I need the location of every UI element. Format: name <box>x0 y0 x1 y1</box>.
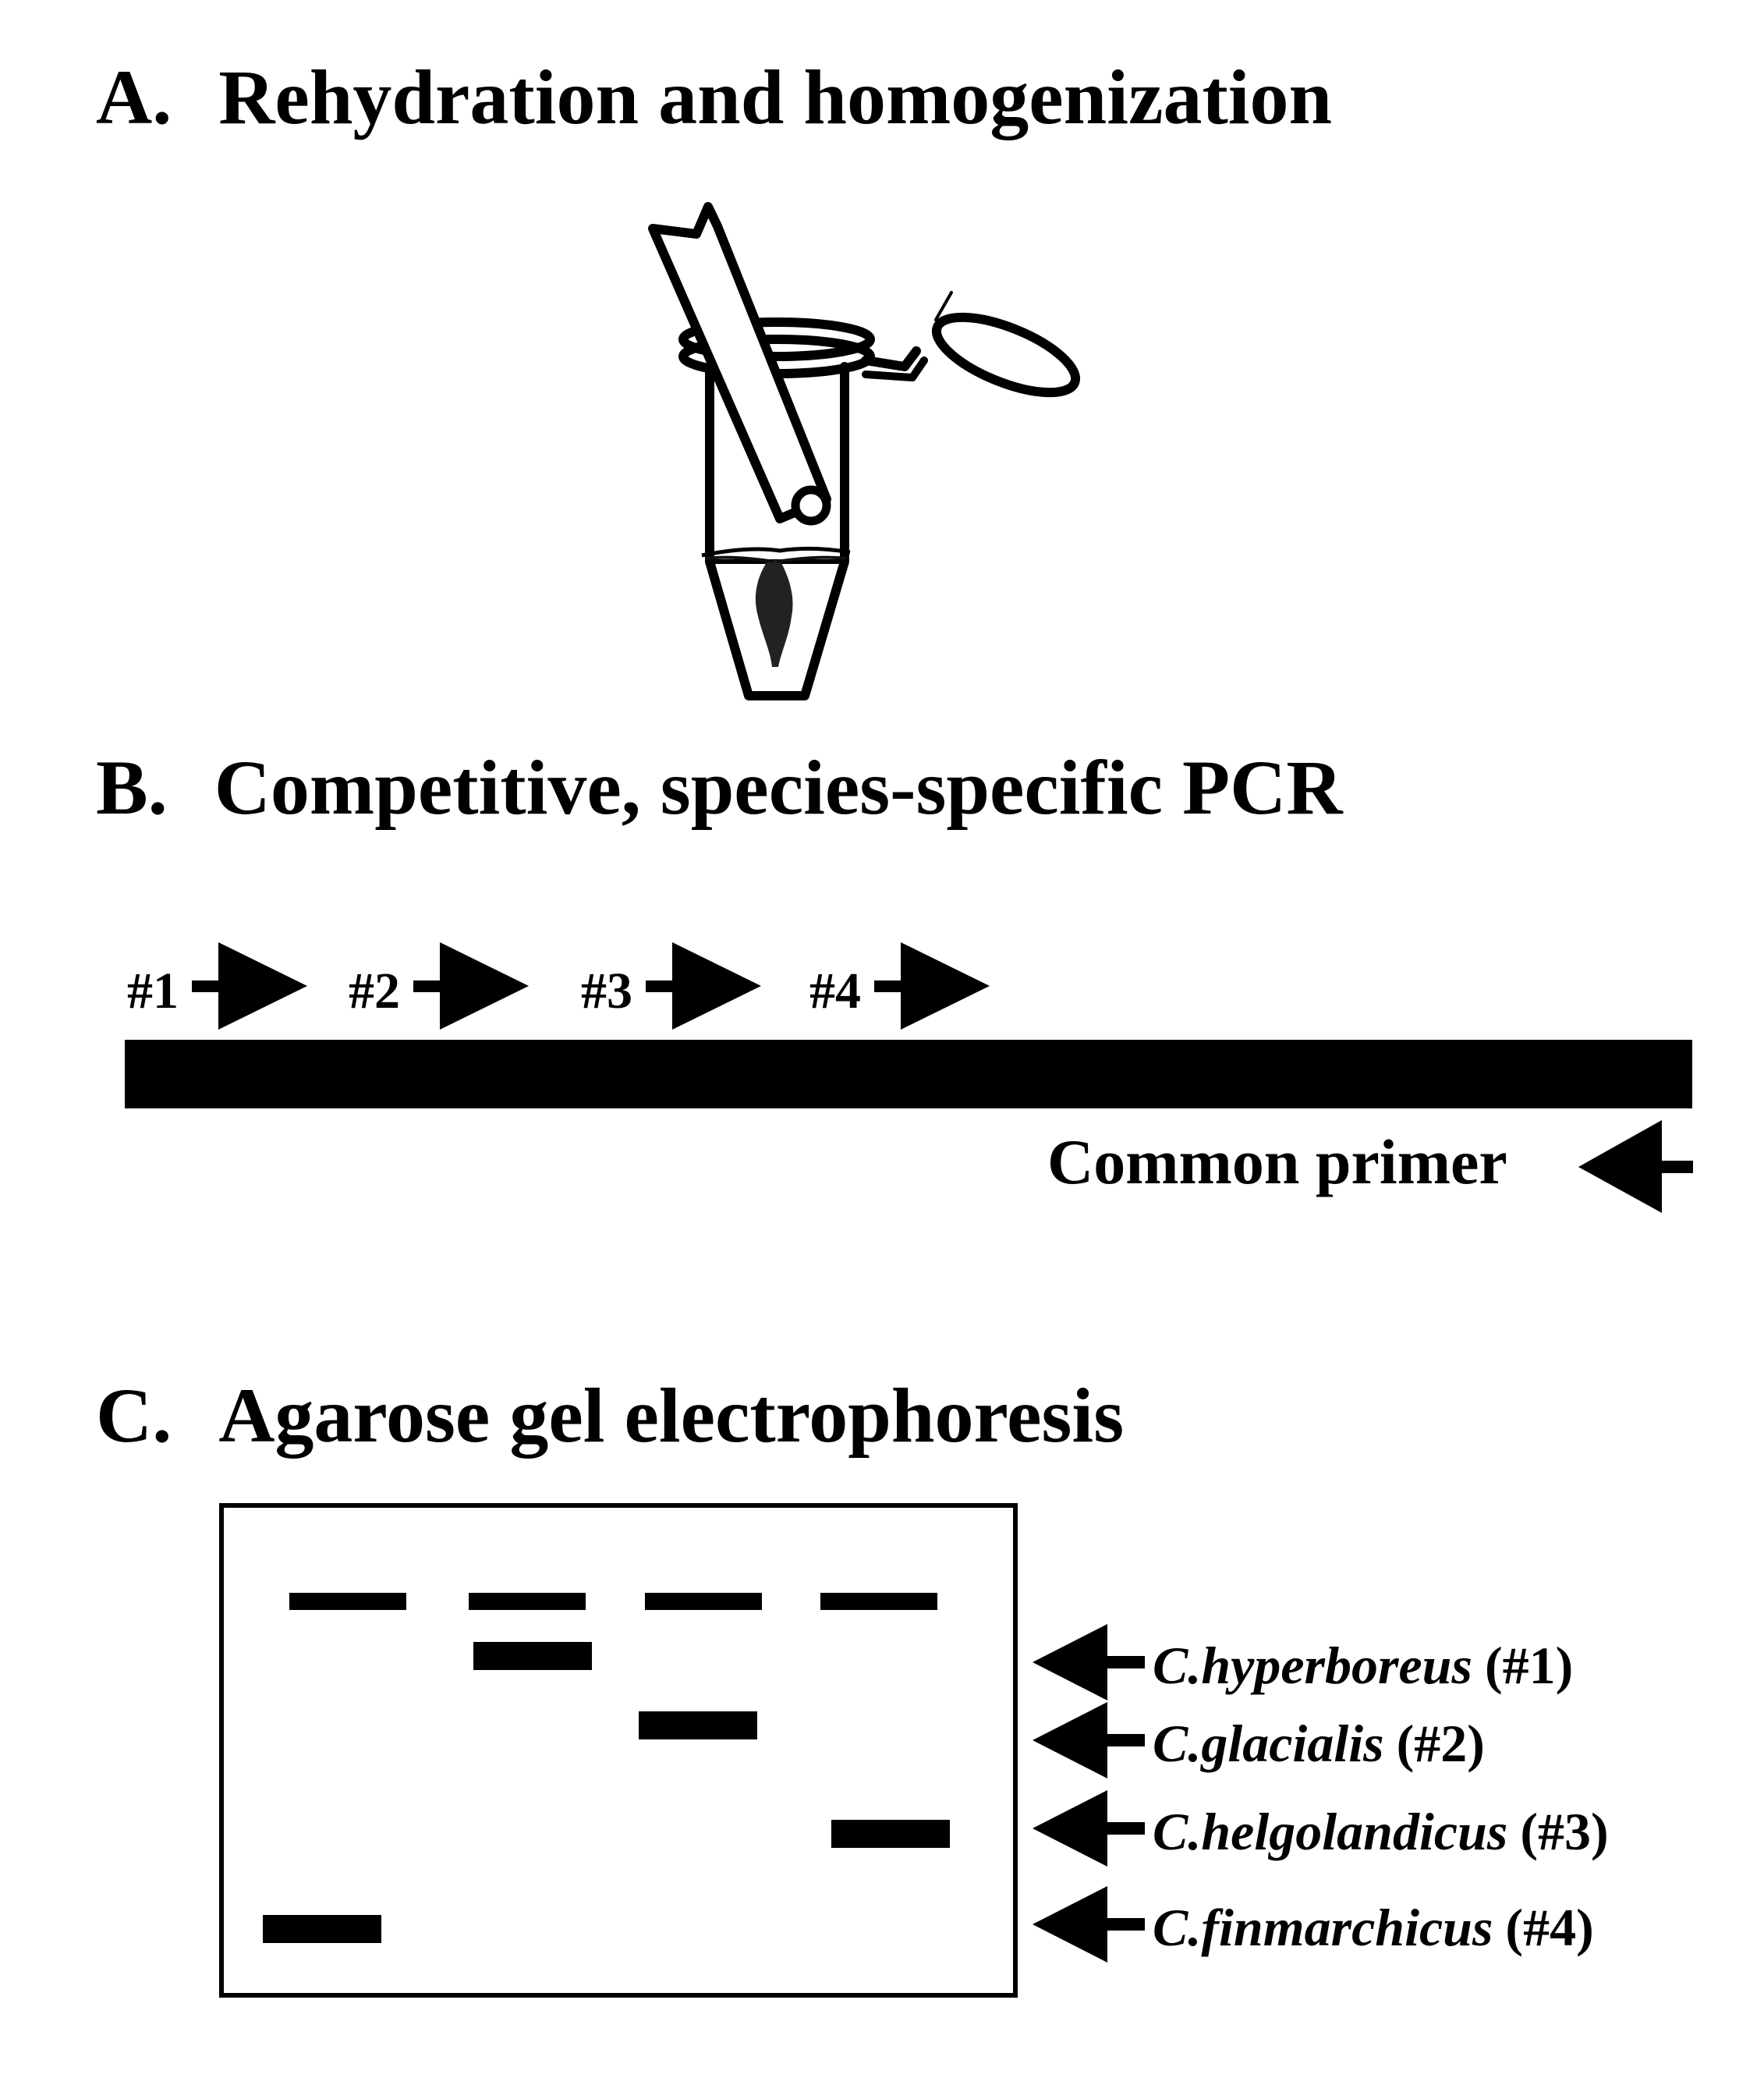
primer-4-arrow: #4 <box>809 942 990 1030</box>
gel-band <box>831 1820 950 1848</box>
svg-text:C.helgolandicus(#3): C.helgolandicus(#3) <box>1153 1802 1609 1861</box>
primer-1-label: #1 <box>127 963 179 1019</box>
dna-template-bar <box>125 1040 1692 1108</box>
svg-text:C.glacialis(#2): C.glacialis(#2) <box>1153 1714 1485 1773</box>
gel-band <box>469 1593 586 1610</box>
common-primer-arrow: Common primer <box>1047 1120 1693 1213</box>
gel-band <box>473 1642 592 1670</box>
lid-tab <box>934 291 953 321</box>
pestle-tip <box>791 485 831 526</box>
section-b-letter: B. <box>96 744 168 831</box>
primer-3-label: #3 <box>581 963 632 1019</box>
primer-3-arrow: #3 <box>581 942 761 1030</box>
gel-band <box>820 1593 937 1610</box>
primer-4-label: #4 <box>809 963 861 1019</box>
svg-text:C.finmarchicus(#4): C.finmarchicus(#4) <box>1153 1898 1594 1957</box>
copepod-icon <box>701 546 851 667</box>
pcr-diagram: #1 #2 #3 #4 Common primer <box>125 942 1693 1213</box>
legend-species-2: C.glacialis <box>1153 1714 1384 1773</box>
section-b-text: Competitive, species-specific PCR <box>214 744 1343 831</box>
copepod-antenna <box>705 555 847 563</box>
legend-code-1: (#1) <box>1485 1636 1573 1695</box>
tube-hinge <box>861 346 921 371</box>
agarose-gel <box>219 1503 1018 1998</box>
pestle-shaft <box>648 202 831 523</box>
tube-hinge-inner <box>862 356 928 381</box>
gel-band <box>645 1593 762 1610</box>
legend-species-4: C.finmarchicus <box>1153 1898 1493 1957</box>
legend-code-4: (#4) <box>1505 1898 1593 1957</box>
microcentrifuge-tube-illustration <box>678 291 1081 700</box>
legend-species-3: C.helgolandicus <box>1153 1802 1507 1861</box>
primer-1-arrow: #1 <box>127 942 307 1030</box>
tube-body <box>705 362 849 700</box>
gel-band <box>639 1711 757 1739</box>
section-a-title: A.Rehydration and homogenization <box>96 59 1332 137</box>
section-c-text: Agarose gel electrophoresis <box>218 1372 1125 1459</box>
tube-rim-upper <box>678 317 875 361</box>
primer-2-arrow: #2 <box>349 942 529 1030</box>
common-primer-label: Common primer <box>1047 1126 1507 1197</box>
gel-legend: C.hyperboreus(#1) C.glacialis(#2) C.helg… <box>1033 1624 1609 1963</box>
legend-row-2: C.glacialis(#2) <box>1033 1702 1485 1778</box>
section-c-title: C.Agarose gel electrophoresis <box>96 1377 1124 1455</box>
gel-band <box>263 1915 381 1943</box>
section-c-letter: C. <box>96 1372 172 1459</box>
legend-code-3: (#3) <box>1520 1802 1608 1861</box>
gel-frame <box>219 1503 1018 1998</box>
legend-species-1: C.hyperboreus <box>1153 1636 1472 1695</box>
legend-row-1: C.hyperboreus(#1) <box>1033 1624 1573 1700</box>
pestle-illustration <box>648 202 831 526</box>
legend-code-2: (#2) <box>1397 1714 1485 1773</box>
section-a-letter: A. <box>96 54 172 140</box>
section-b-title: B.Competitive, species-specific PCR <box>96 749 1343 827</box>
gel-band <box>289 1593 406 1610</box>
tube-lid <box>931 312 1081 398</box>
legend-row-4: C.finmarchicus(#4) <box>1033 1886 1594 1963</box>
primer-2-label: #2 <box>349 963 400 1019</box>
svg-text:C.hyperboreus(#1): C.hyperboreus(#1) <box>1153 1636 1573 1695</box>
liquid-surface <box>701 546 851 558</box>
legend-row-3: C.helgolandicus(#3) <box>1033 1790 1609 1867</box>
copepod-body <box>755 560 793 667</box>
section-a-text: Rehydration and homogenization <box>218 54 1333 140</box>
